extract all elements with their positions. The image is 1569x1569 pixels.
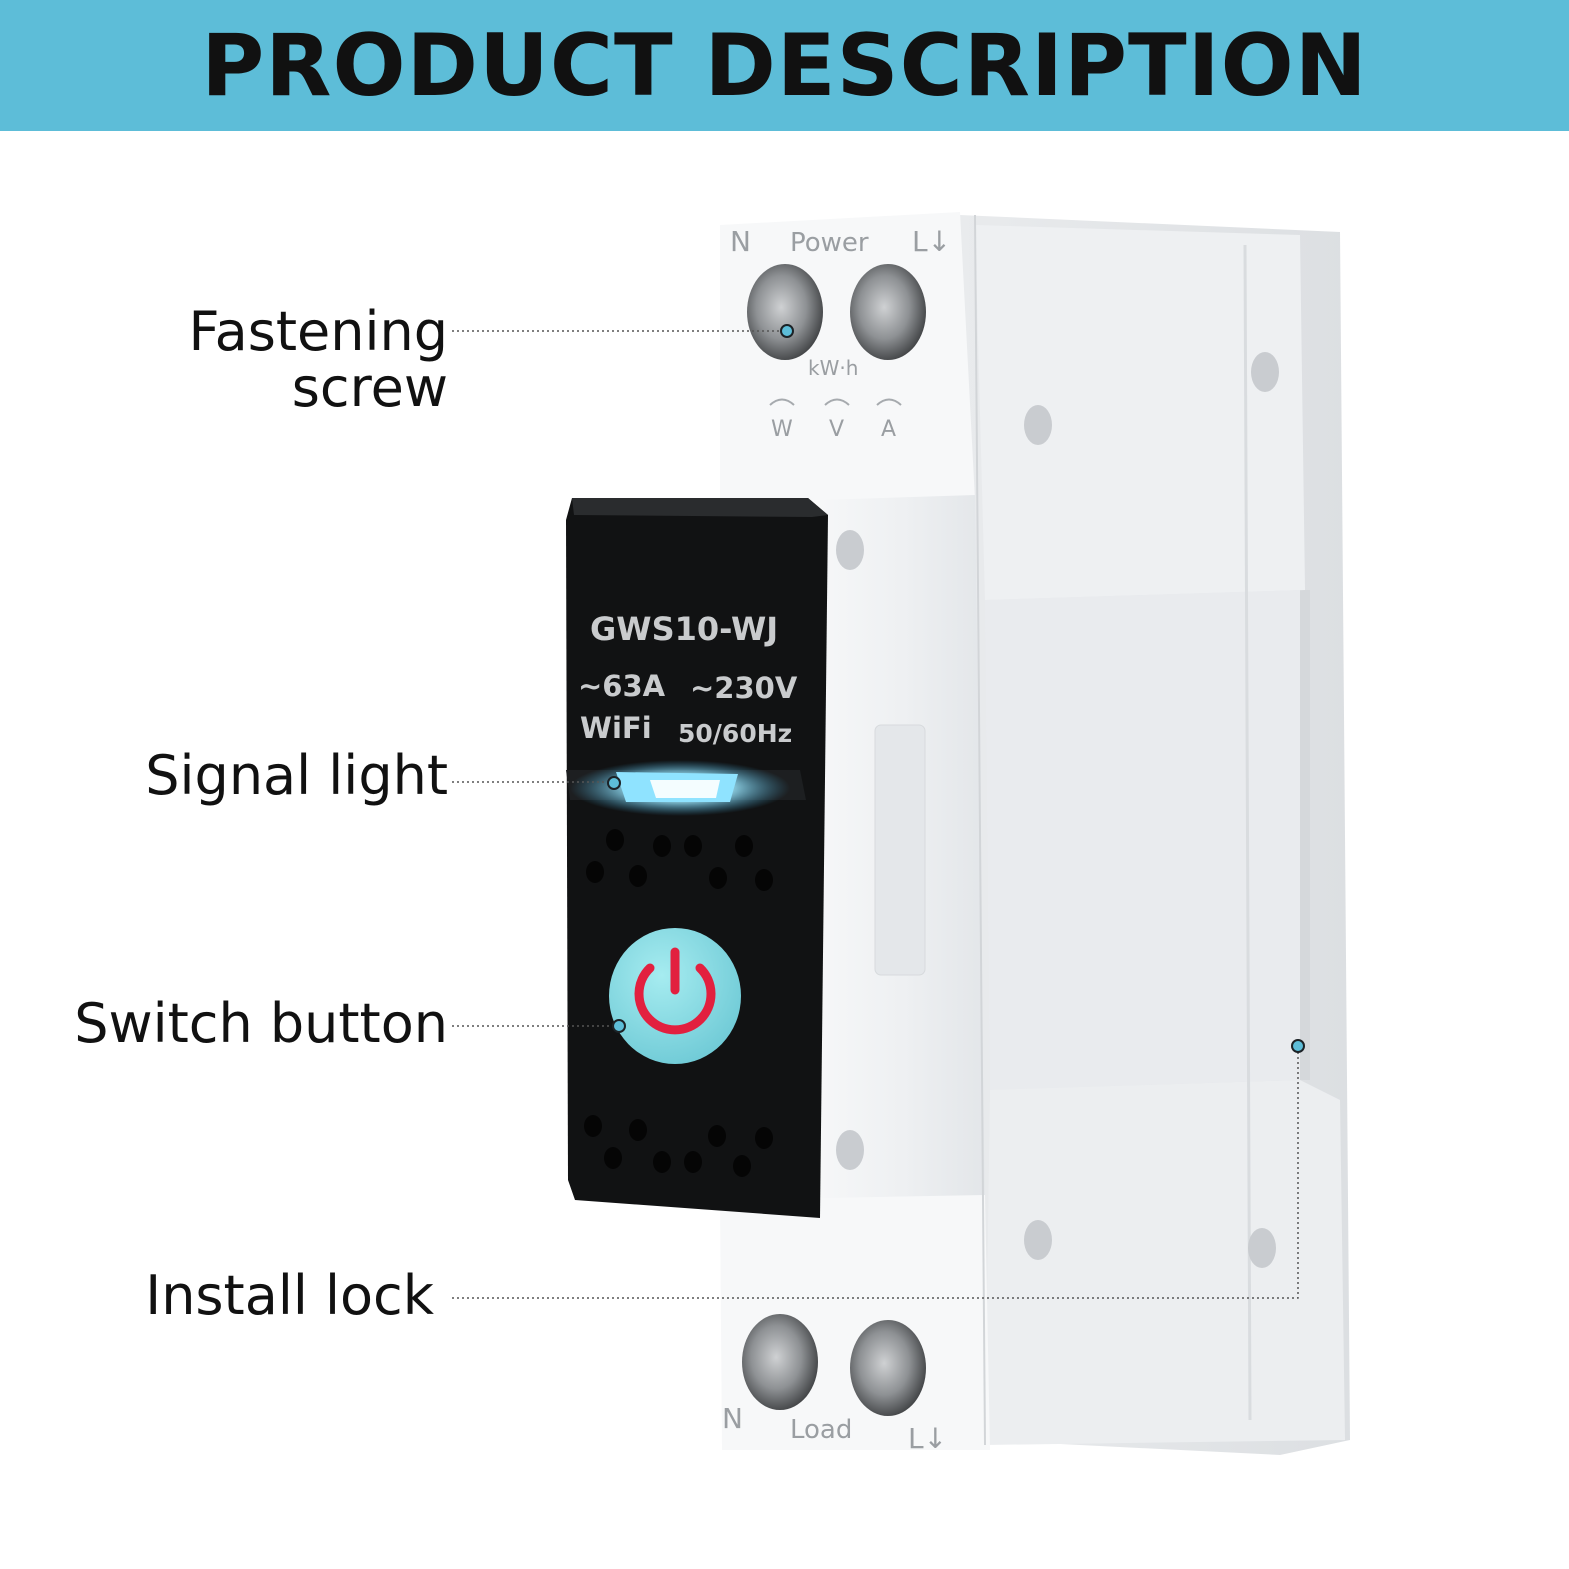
power-button[interactable] — [609, 928, 741, 1064]
callout-fastening-screw: Fastening screw — [189, 304, 448, 416]
top-terminal-l: L↓ — [912, 225, 951, 258]
frequency-label: 50/60Hz — [678, 719, 792, 748]
callout-fastening-line1: Fastening — [188, 300, 448, 363]
callout-signal-light: Signal light — [145, 744, 448, 807]
connectivity-label: WiFi — [580, 711, 652, 745]
front-cover — [566, 498, 828, 1218]
bottom-terminal-holes — [742, 1314, 926, 1416]
indicator-arcs — [769, 398, 902, 406]
voltage-rating: ~230V — [690, 671, 798, 705]
current-rating: ~63A — [578, 669, 666, 703]
header-banner: PRODUCT DESCRIPTION — [0, 0, 1569, 131]
callout-switch-button: Switch button — [74, 992, 448, 1055]
indicator-a: A — [881, 417, 896, 442]
top-terminal-label: Power — [790, 228, 869, 258]
bottom-terminal-n: N — [722, 1402, 743, 1435]
bottom-terminal-l: L↓ — [908, 1422, 947, 1455]
indicator-v: V — [829, 417, 844, 442]
indicator-w: W — [771, 417, 793, 442]
vent-holes-upper — [586, 829, 773, 891]
page-title: PRODUCT DESCRIPTION — [201, 15, 1368, 116]
vent-holes-lower — [584, 1115, 773, 1177]
model-label: GWS10-WJ — [590, 610, 778, 648]
top-terminal-holes — [747, 264, 926, 360]
power-icon — [634, 963, 716, 1035]
bottom-terminal-label: Load — [790, 1415, 852, 1445]
top-terminal-n: N — [730, 225, 751, 258]
body-screws — [836, 352, 1279, 1268]
callout-lines — [452, 330, 1299, 1299]
meter-unit-label: kW·h — [808, 356, 858, 380]
callout-dots — [607, 324, 1305, 1053]
callout-fastening-line2: screw — [291, 356, 448, 419]
callout-install-lock: Install lock — [145, 1264, 434, 1327]
